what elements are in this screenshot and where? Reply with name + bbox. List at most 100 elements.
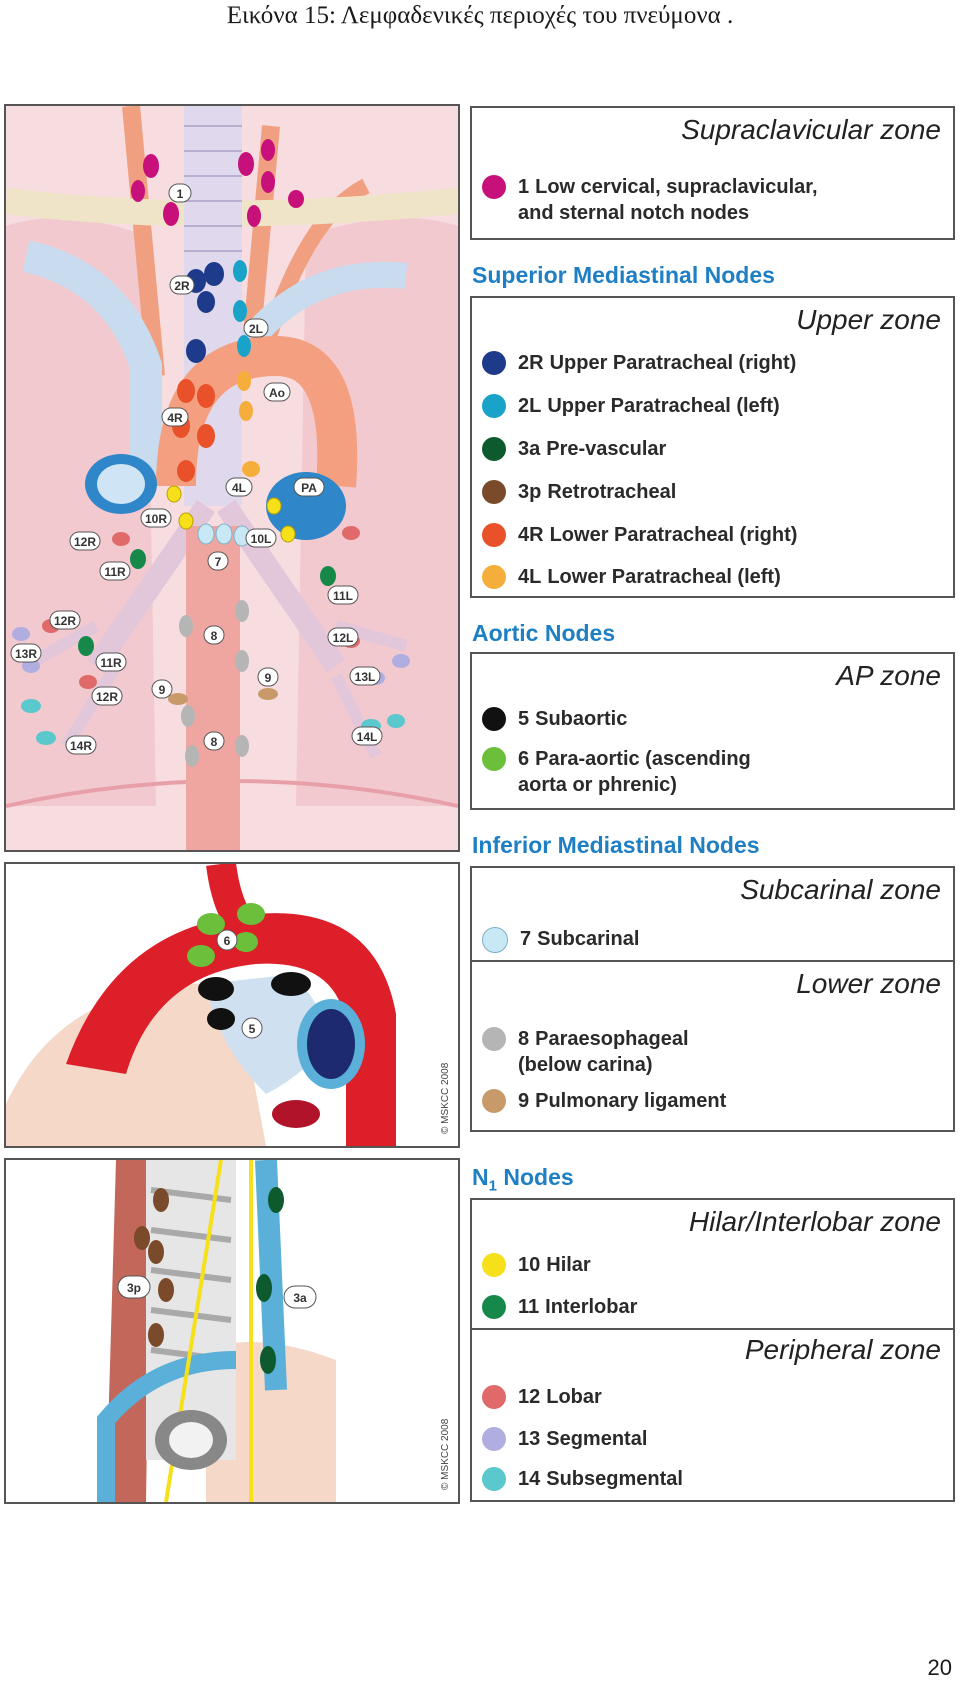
n1-title-rest: Nodes — [496, 1164, 574, 1190]
zone-divider — [472, 960, 953, 962]
zone-title: Upper zone — [796, 304, 941, 335]
copyright-text: © MSKCC 2008 — [440, 1418, 451, 1490]
node-color-dot — [482, 1027, 506, 1051]
superior-mediastinal-title: Superior Mediastinal Nodes — [472, 262, 775, 288]
node-color-dot — [482, 1253, 506, 1277]
copyright-text: © MSKCC 2008 — [440, 1062, 451, 1134]
zone-title: Peripheral zone — [744, 1334, 941, 1365]
node-color-dot — [482, 351, 506, 375]
node-code: 3p — [518, 481, 542, 503]
node-label-line2: and sternal notch nodes — [518, 202, 750, 224]
node-color-dot — [482, 480, 506, 504]
node-code: 6 — [518, 748, 530, 770]
node-code: 5 — [518, 708, 530, 730]
svg-text:3a: 3a — [293, 1291, 307, 1305]
node-label: Retrotracheal — [547, 481, 677, 503]
svg-text:4L: 4L — [232, 481, 246, 495]
node-color-dot — [482, 565, 506, 589]
zone-title: Hilar/Interlobar zone — [688, 1206, 941, 1237]
node-label-line2: aorta or phrenic) — [518, 774, 677, 796]
node-code: 7 — [520, 928, 532, 950]
node-color-dot — [482, 1295, 506, 1319]
svg-text:7: 7 — [215, 555, 222, 569]
node-code: 14 — [518, 1468, 541, 1490]
node-color-dot — [482, 1385, 506, 1409]
node-label: Interlobar — [545, 1296, 638, 1318]
node-label: Hilar — [546, 1254, 591, 1276]
node-code: 4L — [518, 566, 542, 588]
svg-text:1: 1 — [177, 187, 184, 201]
node-color-dot — [482, 707, 506, 731]
node-label: Upper Paratracheal (right) — [549, 352, 797, 374]
node-code: 2L — [518, 395, 542, 417]
svg-text:Ao: Ao — [269, 386, 285, 400]
node-label: Paraesophageal — [535, 1028, 689, 1050]
zone-title: Lower zone — [796, 968, 941, 999]
svg-text:11L: 11L — [333, 589, 353, 603]
svg-text:11R: 11R — [104, 565, 126, 579]
node-code: 2R — [518, 352, 544, 374]
node-code: 11 — [518, 1296, 540, 1318]
svg-text:2L: 2L — [249, 322, 263, 336]
node-label: Low cervical, supraclavicular, — [535, 176, 818, 198]
svg-text:12R: 12R — [74, 535, 96, 549]
node-label: Para-aortic (ascending — [535, 748, 751, 770]
aortic-illustration: 6 5 © MSKCC 2008 — [4, 862, 460, 1148]
node-label: Pre-vascular — [546, 438, 667, 460]
node-code: 3a — [518, 438, 541, 460]
svg-text:8: 8 — [211, 735, 218, 749]
svg-text:11R: 11R — [100, 656, 122, 670]
inferior-mediastinal-title: Inferior Mediastinal Nodes — [472, 832, 760, 858]
svg-text:5: 5 — [249, 1022, 256, 1036]
node-label: Pulmonary ligament — [535, 1090, 727, 1112]
n1-title-sub: 1 — [488, 1177, 497, 1195]
node-label: Subsegmental — [546, 1468, 683, 1490]
svg-text:13R: 13R — [15, 647, 37, 661]
node-label: Segmental — [546, 1428, 648, 1450]
trachea-illustration: 3p 3a © MSKCC 2008 — [4, 1158, 460, 1504]
node-color-dot — [482, 175, 506, 199]
node-code: 9 — [518, 1090, 530, 1112]
node-label: Upper Paratracheal (left) — [547, 395, 780, 417]
node-code: 13 — [518, 1428, 541, 1450]
svg-text:12L: 12L — [333, 631, 354, 645]
svg-text:14L: 14L — [357, 730, 378, 744]
svg-text:3p: 3p — [127, 1281, 141, 1295]
svg-text:6: 6 — [224, 934, 231, 948]
svg-text:10L: 10L — [251, 532, 272, 546]
zone-title: Supraclavicular zone — [681, 114, 941, 145]
svg-text:PA: PA — [301, 481, 317, 495]
svg-text:9: 9 — [159, 683, 166, 697]
node-code: 1 — [518, 176, 530, 198]
mediastinum-illustration: 1 2R 2L Ao 4R 4L PA 10R 10L 7 12R 11R 11… — [4, 104, 460, 852]
zone-title: AP zone — [836, 660, 941, 691]
node-color-dot — [482, 1427, 506, 1451]
node-color-dot — [482, 1089, 506, 1113]
svg-text:13L: 13L — [355, 670, 376, 684]
svg-text:12R: 12R — [96, 690, 118, 704]
node-code: 10 — [518, 1254, 541, 1276]
node-code: 4R — [518, 524, 544, 546]
n1-title-n: N — [472, 1164, 489, 1190]
figure-caption: Εικόνα 15: Λεμφαδενικές περιοχές του πνε… — [226, 2, 734, 29]
node-color-dot — [482, 523, 506, 547]
svg-text:9: 9 — [265, 671, 272, 685]
node-label-line2: (below carina) — [518, 1054, 653, 1076]
